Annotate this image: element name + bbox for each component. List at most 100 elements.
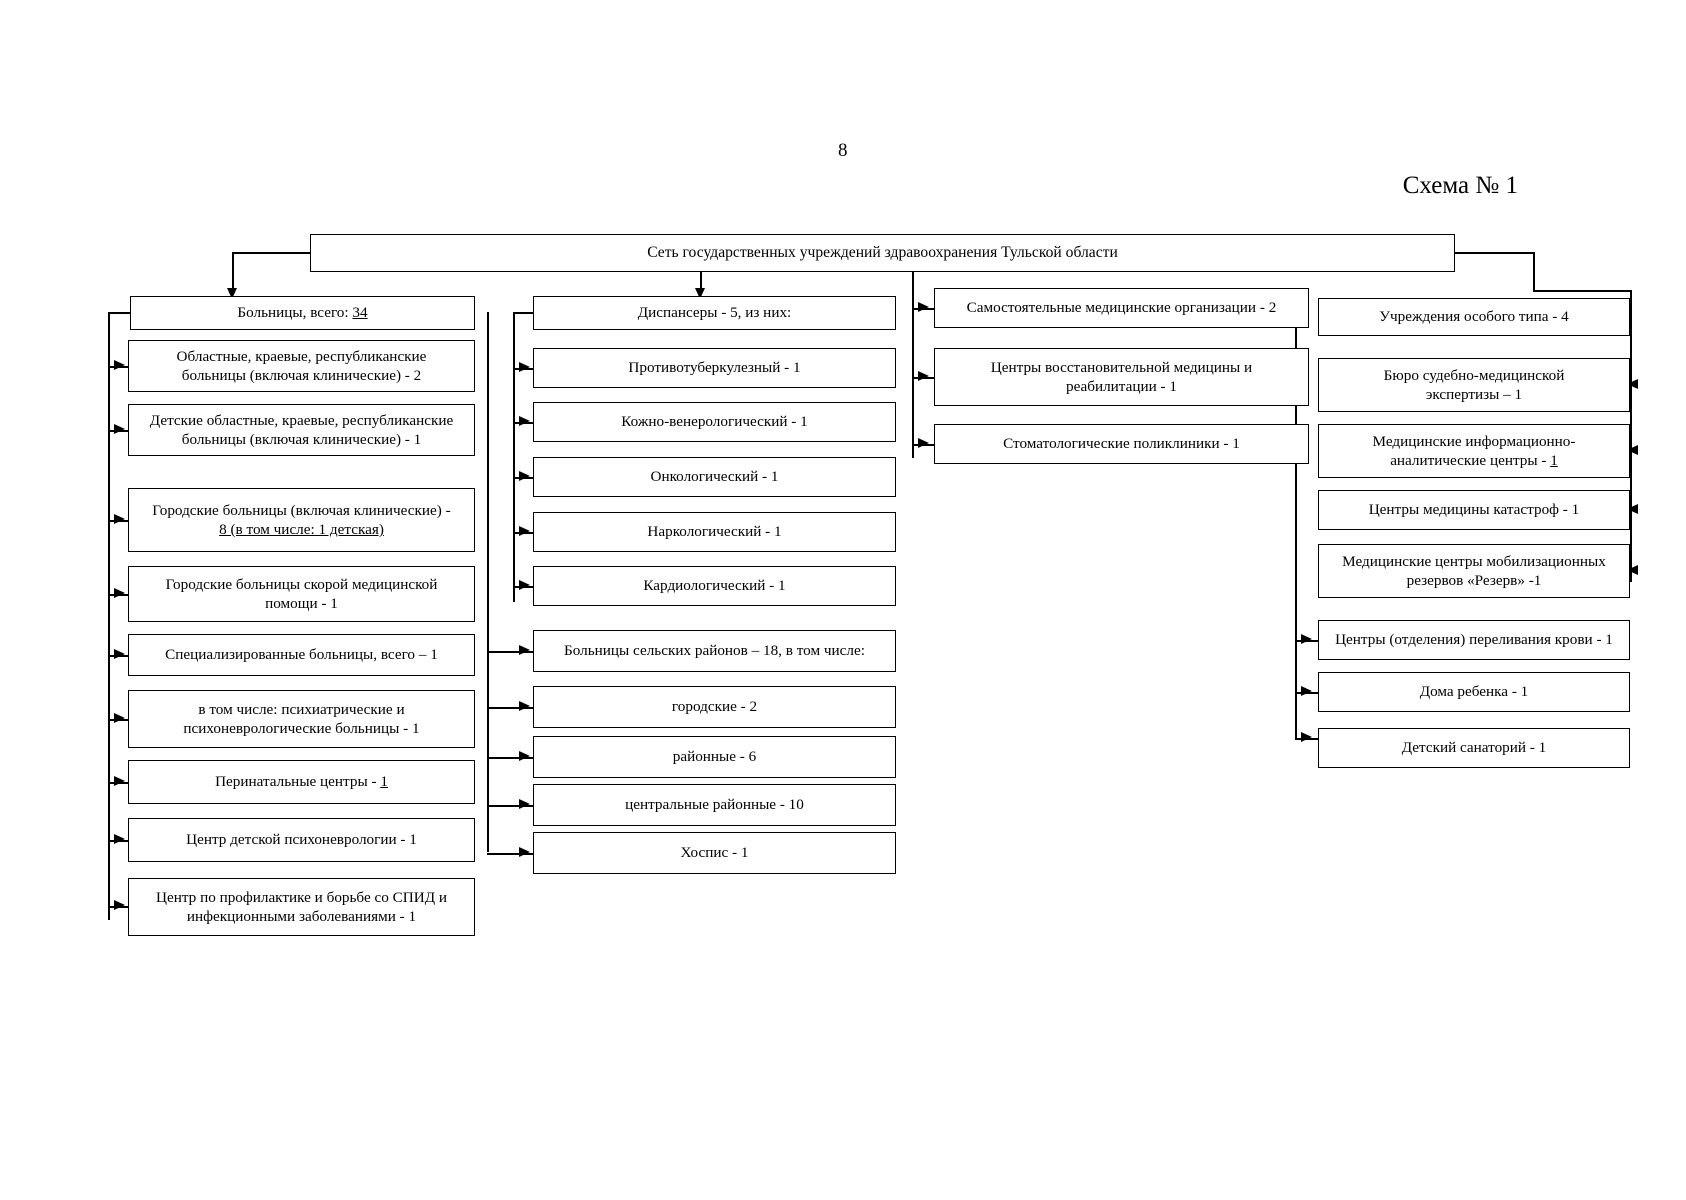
col2-rail-inner [513, 312, 515, 602]
col4-arrow-1 [1627, 445, 1638, 455]
col1-rail-top [108, 312, 132, 314]
root-to-col4-v [1533, 252, 1535, 290]
col1-arrow-0 [114, 360, 125, 370]
col4-right-rail [1630, 290, 1632, 582]
col2-g2-arrow-3 [519, 847, 530, 857]
col4-head-box: Учреждения особого типа - 4 [1318, 298, 1630, 336]
col1-item-6-label: Перинатальные центры - 1 [215, 773, 388, 791]
col2-group2-item-3-label: Хоспис - 1 [680, 844, 749, 862]
col1-item-8: Центр по профилактике и борьбе со СПИД и… [128, 878, 475, 936]
col3-item-1-label: Стоматологические поликлиники - 1 [1003, 435, 1240, 453]
col2-item-2-label: Онкологический - 1 [650, 468, 779, 486]
col4-item-1-label: Медицинские информационно- аналитические… [1372, 432, 1576, 469]
col4-item-4: Центры (отделения) переливания крови - 1 [1318, 620, 1630, 660]
col2-group2-head-label: Больницы сельских районов – 18, в том чи… [564, 642, 865, 660]
root-to-col1-v [232, 252, 234, 290]
col2-g2-conn-3 [487, 853, 533, 855]
root-to-col2-arrow [695, 288, 705, 299]
col1-item-5: в том числе: психиатрические и психоневр… [128, 690, 475, 748]
page-number: 8 [838, 140, 848, 161]
col4-item-6: Детский санаторий - 1 [1318, 728, 1630, 768]
col4-left-rail [1295, 290, 1297, 738]
col2-group2-item-2: центральные районные - 10 [533, 784, 896, 826]
col2-item-3: Наркологический - 1 [533, 512, 896, 552]
col1-item-0: Областные, краевые, республиканские боль… [128, 340, 475, 392]
col1-item-8-label: Центр по профилактике и борьбе со СПИД и… [156, 888, 447, 925]
col1-item-7: Центр детской психоневрологии - 1 [128, 818, 475, 862]
col2-item-1: Кожно-венерологический - 1 [533, 402, 896, 442]
col1-item-0-label: Областные, краевые, республиканские боль… [176, 347, 427, 384]
col4-item-0: Бюро судебно-медицинской экспертизы – 1 [1318, 358, 1630, 412]
col1-arrow-3 [114, 588, 125, 598]
col4-item-3-label: Медицинские центры мобилизационных резер… [1342, 552, 1606, 589]
col3-head-label: Самостоятельные медицинские организации … [966, 299, 1277, 317]
col4-right-rail-top [1533, 290, 1632, 292]
scheme-title: Схема № 1 [1402, 172, 1518, 199]
col4-arrow-6 [1301, 732, 1312, 742]
col4-item-2: Центры медицины катастроф - 1 [1318, 490, 1630, 530]
col2-item-0: Противотуберкулезный - 1 [533, 348, 896, 388]
col4-arrow-4 [1301, 634, 1312, 644]
root-to-col1-h [232, 252, 312, 254]
col1-arrow-8 [114, 900, 125, 910]
col2-arrow-4 [519, 580, 530, 590]
root-to-col2-v [700, 272, 702, 290]
col1-rail [108, 312, 110, 920]
col4-head-label: Учреждения особого типа - 4 [1379, 308, 1569, 326]
col1-arrow-4 [114, 649, 125, 659]
col2-g2-arrow-1 [519, 751, 530, 761]
col3-rail [912, 288, 914, 458]
root-to-col1-arrow [227, 288, 237, 299]
root-to-col3-v [912, 272, 914, 296]
col2-item-4: Кардиологический - 1 [533, 566, 896, 606]
col1-item-3-label: Городские больницы скорой медицинской по… [165, 575, 438, 612]
col2-arrow-3 [519, 526, 530, 536]
col2-group2-item-0-label: городские - 2 [671, 698, 758, 716]
col2-rail-inner-top [513, 312, 535, 314]
col2-group2-item-1-label: районные - 6 [672, 748, 757, 766]
col3-head-box: Самостоятельные медицинские организации … [934, 288, 1309, 328]
col3-item-0: Центры восстановительной медицины и реаб… [934, 348, 1309, 406]
col2-g2-conn-1 [487, 757, 533, 759]
col1-arrow-1 [114, 424, 125, 434]
col2-item-1-label: Кожно-венерологический - 1 [621, 413, 808, 431]
col4-item-3: Медицинские центры мобилизационных резер… [1318, 544, 1630, 598]
col1-item-6: Перинатальные центры - 1 [128, 760, 475, 804]
col1-arrow-6 [114, 776, 125, 786]
col2-item-2: Онкологический - 1 [533, 457, 896, 497]
col2-g2-arrow-head [519, 645, 530, 655]
col1-item-2: Городские больницы (включая клинические)… [128, 488, 475, 552]
col2-group2-item-3: Хоспис - 1 [533, 832, 896, 874]
col2-g2-conn-0 [487, 707, 533, 709]
col2-head-label: Диспансеры - 5, из них: [637, 304, 792, 322]
col3-arrow-0 [918, 371, 929, 381]
col4-item-4-label: Центры (отделения) переливания крови - 1 [1335, 631, 1613, 649]
col4-item-1: Медицинские информационно- аналитические… [1318, 424, 1630, 478]
root-to-col4-h [1455, 252, 1535, 254]
col4-item-6-label: Детский санаторий - 1 [1401, 739, 1547, 757]
col2-arrow-1 [519, 416, 530, 426]
col2-item-4-label: Кардиологический - 1 [643, 577, 786, 595]
col2-g2-conn-2 [487, 805, 533, 807]
col1-arrow-5 [114, 713, 125, 723]
col1-item-4-label: Специализированные больницы, всего – 1 [165, 646, 438, 664]
col4-arrow-0 [1627, 379, 1638, 389]
col2-group2-head-box: Больницы сельских районов – 18, в том чи… [533, 630, 896, 672]
col2-head-box: Диспансеры - 5, из них: [533, 296, 896, 330]
col2-group2-item-1: районные - 6 [533, 736, 896, 778]
col2-g2-conn-head [487, 651, 533, 653]
col2-group2-item-2-label: центральные районные - 10 [625, 796, 804, 814]
col4-item-5-label: Дома ребенка - 1 [1419, 683, 1529, 701]
col3-item-0-label: Центры восстановительной медицины и реаб… [990, 358, 1253, 395]
col2-rail-outer [487, 312, 489, 852]
col2-item-0-label: Противотуберкулезный - 1 [628, 359, 801, 377]
col1-item-1: Детские областные, краевые, республиканс… [128, 404, 475, 456]
col1-arrow-7 [114, 834, 125, 844]
col2-g2-arrow-0 [519, 701, 530, 711]
root-node-label: Сеть государственных учреждений здравоох… [647, 244, 1118, 262]
col1-item-7-label: Центр детской психоневрологии - 1 [186, 831, 417, 849]
col1-item-5-label: в том числе: психиатрические и психоневр… [183, 700, 420, 737]
col2-group2-item-0: городские - 2 [533, 686, 896, 728]
col4-item-2-label: Центры медицины катастроф - 1 [1368, 501, 1580, 519]
